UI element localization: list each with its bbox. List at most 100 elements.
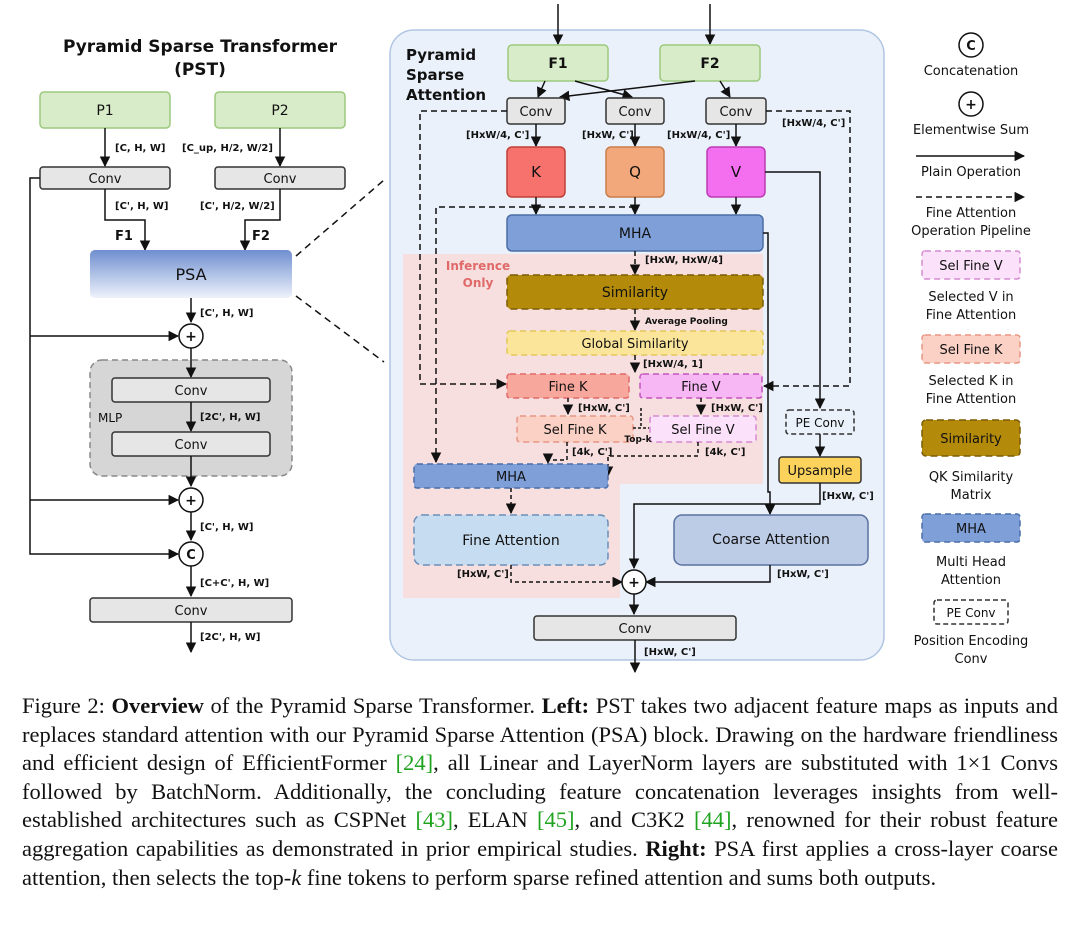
dim-f2-left: [C', H/2, W/2] (200, 201, 275, 212)
dim-mha: [HxW, HxW/4] (645, 255, 723, 266)
svg-text:+: + (185, 493, 197, 509)
svg-text:Sel Fine V: Sel Fine V (671, 423, 735, 438)
dim-k: [HxW/4, C'] (466, 130, 529, 141)
svg-text:Conv: Conv (175, 438, 208, 453)
dim-psa-out: [HxW, C'] (644, 647, 696, 658)
psa-title-1: Pyramid (406, 46, 476, 64)
svg-text:Upsample: Upsample (787, 464, 852, 479)
svg-text:Multi Head: Multi Head (936, 555, 1006, 570)
sel-fine-v-box (649, 415, 757, 443)
psa-title-3: Attention (406, 86, 486, 104)
legend-fine-label-2: Operation Pipeline (911, 224, 1031, 239)
svg-text:Fine Attention: Fine Attention (926, 308, 1017, 323)
dim-p1: [C, H, W] (115, 143, 165, 154)
dim-side: [HxW/4, C'] (782, 118, 845, 129)
dim-psa: [C', H, W] (200, 308, 254, 319)
svg-text:F1: F1 (548, 56, 567, 72)
dim-sel-v: [4k, C'] (705, 447, 745, 458)
sel-fine-k-box (516, 415, 634, 443)
svg-text:Fine K: Fine K (548, 380, 588, 395)
pst-title-sub: (PST) (174, 60, 226, 80)
svg-text:Global Similarity: Global Similarity (581, 337, 688, 352)
f1-left-label: F1 (115, 229, 133, 244)
mha-fine (413, 463, 609, 489)
citation-link[interactable]: [45] (537, 807, 575, 833)
svg-text:Conv: Conv (720, 105, 753, 120)
topk-label: Top-k (624, 435, 652, 445)
dim-fine-att: [HxW, C'] (457, 569, 509, 580)
mlp-label: MLP (98, 411, 122, 425)
svg-text:Conv: Conv (520, 105, 553, 120)
svg-text:F2: F2 (700, 56, 719, 72)
dim-fine-k: [HxW, C'] (578, 403, 630, 414)
p1-label: P1 (96, 103, 113, 119)
citation-link[interactable]: [43] (415, 807, 453, 833)
dim-global: [HxW/4, 1] (643, 359, 703, 370)
dim-concat: [C+C', H, W] (200, 578, 269, 589)
dim-fine-v: [HxW, C'] (711, 403, 763, 414)
citation-link[interactable]: [44] (694, 807, 732, 833)
psa-diagram: Pyramid Sparse Attention Inference Only … (389, 4, 885, 674)
svg-text:Fine V: Fine V (681, 380, 721, 395)
dim-coarse-att: [HxW, C'] (777, 569, 829, 580)
svg-text:Sel Fine V: Sel Fine V (939, 259, 1003, 274)
svg-text:C: C (966, 39, 976, 54)
svg-text:Conv: Conv (175, 604, 208, 619)
svg-text:Position Encoding: Position Encoding (914, 634, 1029, 649)
svg-text:Conv: Conv (264, 172, 297, 187)
dim-mlp: [2C', H, W] (200, 412, 260, 423)
legend: C Concatenation + Elementwise Sum Plain … (911, 32, 1031, 667)
svg-text:MHA: MHA (496, 470, 526, 485)
dim-left-out: [2C', H, W] (200, 632, 260, 643)
legend-sum-label: Elementwise Sum (913, 123, 1029, 138)
svg-text:MHA: MHA (956, 522, 986, 537)
svg-text:Similarity: Similarity (940, 432, 1002, 447)
svg-text:Selected K in: Selected K in (929, 374, 1014, 389)
svg-text:+: + (185, 329, 197, 345)
svg-text:V: V (731, 163, 742, 181)
svg-text:Selected V in: Selected V in (928, 290, 1013, 305)
psa-block (90, 250, 292, 298)
svg-text:Conv: Conv (175, 384, 208, 399)
avg-pool-label: Average Pooling (645, 317, 728, 327)
legend-plain-label: Plain Operation (921, 165, 1021, 180)
legend-fine-label-1: Fine Attention (926, 206, 1017, 221)
dim-p2: [C_up, H/2, W/2] (182, 143, 273, 154)
svg-text:Fine Attention: Fine Attention (462, 533, 559, 549)
dim-q: [HxW, C'] (582, 130, 634, 141)
svg-text:Q: Q (629, 163, 641, 181)
figure-caption: Figure 2: Overview of the Pyramid Sparse… (22, 693, 1059, 890)
psa-title-2: Sparse (406, 66, 464, 84)
svg-text:Fine Attention: Fine Attention (926, 392, 1017, 407)
dim-sel-k: [4k, C'] (572, 447, 612, 458)
dim-upsample: [HxW, C'] (822, 491, 874, 502)
psa-label: PSA (175, 265, 206, 284)
svg-text:QK Similarity: QK Similarity (929, 470, 1014, 485)
f2-left-label: F2 (252, 229, 270, 244)
citation-link[interactable]: [24] (395, 750, 434, 776)
legend-concat-label: Concatenation (924, 64, 1019, 79)
svg-text:Conv: Conv (619, 622, 652, 637)
svg-text:+: + (628, 575, 640, 591)
dim-v: [HxW/4, C'] (667, 130, 730, 141)
legend-concat-symbol (958, 32, 984, 58)
svg-text:PE Conv: PE Conv (946, 606, 995, 620)
svg-text:Attention: Attention (941, 573, 1001, 588)
svg-text:Conv: Conv (955, 652, 988, 667)
svg-text:Matrix: Matrix (951, 488, 992, 503)
coarse-attention-box (673, 514, 869, 566)
f1-box (507, 44, 609, 82)
svg-text:Sel Fine K: Sel Fine K (939, 343, 1003, 358)
legend-sum-symbol (958, 91, 984, 117)
svg-text:C: C (186, 548, 196, 563)
pst-title: Pyramid Sparse Transformer (63, 37, 338, 57)
legend-pe-box (933, 599, 1009, 625)
dim-after-sum: [C', H, W] (200, 522, 254, 533)
svg-text:Conv: Conv (89, 172, 122, 187)
svg-text:MHA: MHA (619, 226, 652, 242)
inference-label-2: Only (463, 276, 494, 290)
p2-label: P2 (271, 103, 288, 119)
svg-text:Sel Fine K: Sel Fine K (543, 423, 607, 438)
caption-label: Figure 2: (22, 693, 105, 718)
legend-sel-v-box (921, 250, 1021, 280)
